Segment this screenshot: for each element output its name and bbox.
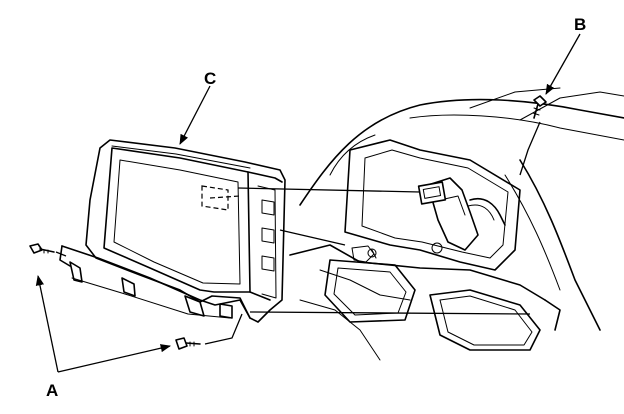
callout-label-b: B	[574, 15, 586, 34]
alignment-lines	[55, 121, 541, 345]
gauge-control-module	[59, 139, 286, 323]
dashboard-outline	[289, 87, 624, 361]
screw-a-left	[29, 243, 55, 254]
screw-a-bottom	[175, 337, 201, 350]
screw-b	[532, 95, 547, 119]
callout-arrows	[35, 33, 581, 373]
callout-label-c: C	[204, 69, 216, 88]
cluster-opening	[344, 139, 521, 271]
callout-label-a: A	[46, 381, 58, 400]
